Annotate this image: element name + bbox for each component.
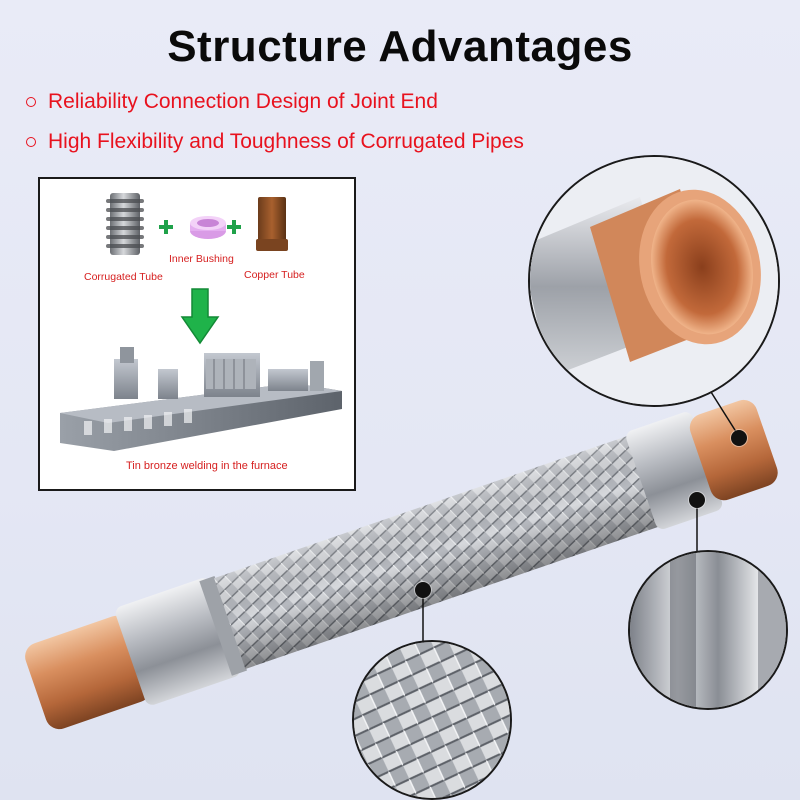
steel-sleeve-closeup — [630, 552, 786, 708]
furnace-welding-label: Tin bronze welding in the furnace — [126, 460, 288, 472]
down-arrow-icon — [180, 288, 220, 345]
left-copper-end — [25, 615, 151, 730]
plus-icon — [158, 219, 174, 235]
right-copper-end — [689, 399, 778, 501]
feature-bullet-joint: Reliability Connection Design of Joint E… — [26, 90, 438, 114]
zoom-braided-mesh — [352, 640, 512, 800]
callout-dot-sleeve — [689, 492, 705, 508]
callout-dot-copper — [731, 430, 747, 446]
inner-bushing-icon — [190, 216, 226, 239]
copper-end-closeup — [530, 157, 778, 405]
feature-text: Reliability Connection Design of Joint E… — [48, 90, 438, 113]
feature-text: High Flexibility and Toughness of Corrug… — [48, 130, 524, 153]
zoom-copper-end — [528, 155, 780, 407]
welding-process-panel: Corrugated Tube Inner Bushing Copper Tub… — [38, 177, 356, 491]
zoom-steel-sleeve — [628, 550, 788, 710]
left-steel-sleeve — [115, 578, 240, 705]
copper-tube-icon — [256, 197, 288, 251]
feature-bullet-flexibility: High Flexibility and Toughness of Corrug… — [26, 130, 524, 154]
inner-bushing-label: Inner Bushing — [169, 253, 234, 265]
corrugated-tube-label: Corrugated Tube — [84, 271, 163, 283]
copper-tube-label: Copper Tube — [244, 269, 305, 281]
bullet-circle-icon — [26, 137, 36, 147]
plus-icon — [226, 219, 242, 235]
welding-furnace-machine — [60, 347, 342, 451]
page-title: Structure Advantages — [167, 22, 633, 71]
corrugated-tube-icon — [106, 193, 144, 255]
callout-dot-braid — [415, 582, 431, 598]
braided-mesh-closeup — [354, 642, 510, 798]
bullet-circle-icon — [26, 97, 36, 107]
